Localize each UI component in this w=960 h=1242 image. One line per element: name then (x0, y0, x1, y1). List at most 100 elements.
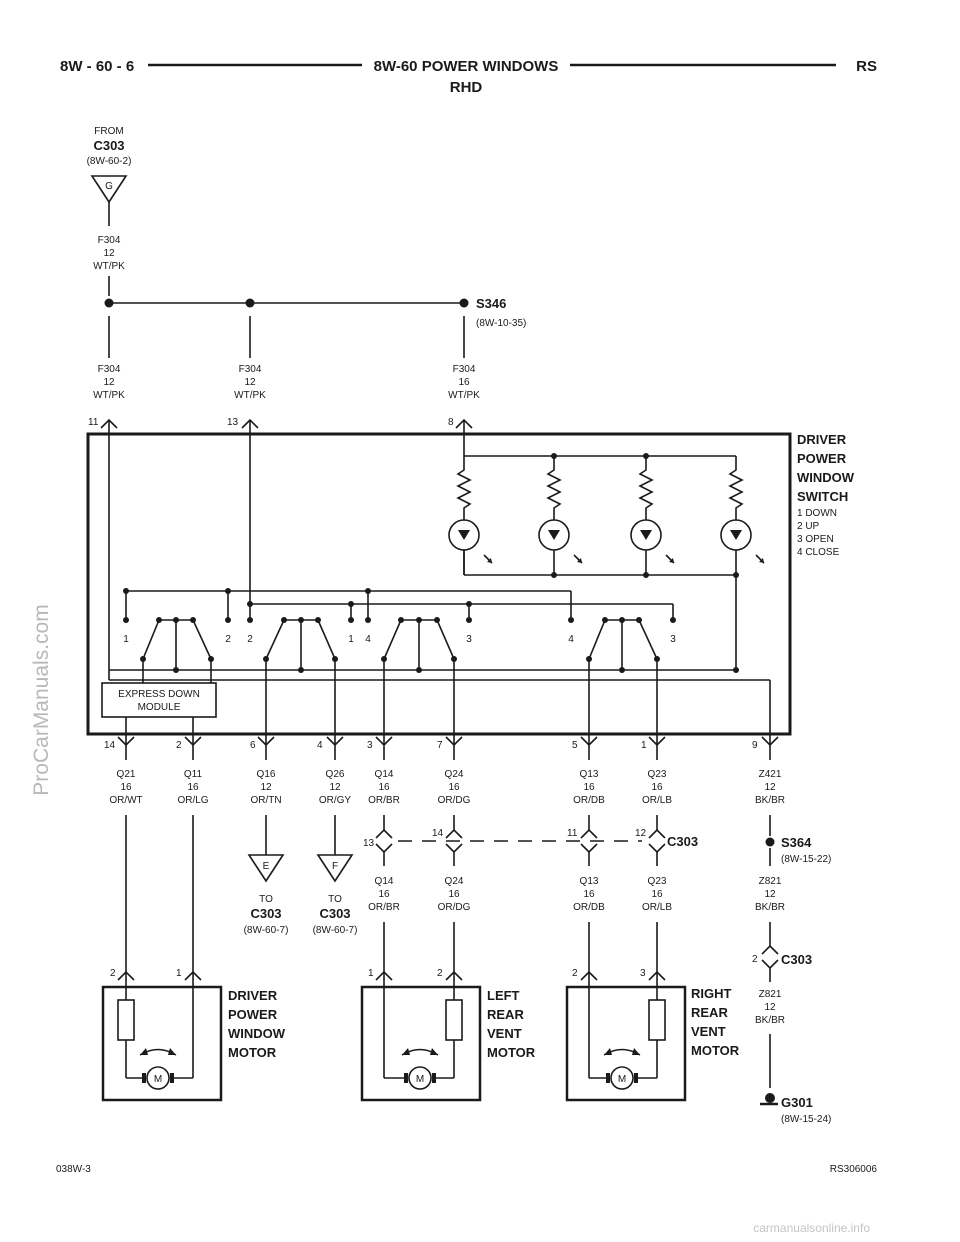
motor-pin: 1 (368, 968, 374, 979)
feed-wire-color: WT/PK (448, 390, 480, 401)
output-wire-code: Q14 (375, 769, 394, 780)
switch-title-line: SWITCH (797, 489, 848, 504)
wire-gauge: 12 (103, 248, 115, 259)
output-wire-code: Q24 (445, 769, 464, 780)
motor-label-line: LEFT (487, 988, 520, 1003)
output-wire-gauge: 16 (378, 782, 390, 793)
motor-label-line: DRIVER (228, 988, 278, 1003)
ground-ref: (8W-15-24) (781, 1114, 831, 1125)
output-wire-color: OR/TN (250, 795, 281, 806)
lower-wire-gauge: 16 (448, 889, 460, 900)
c303-low-pin: 2 (752, 954, 758, 965)
feed-wire-color: WT/PK (234, 390, 266, 401)
side-watermark: ProCarManuals.com (30, 604, 53, 795)
output-wires: 14 Q21 16 OR/WT 2 Q11 16 OR/LG 6 Q16 12 … (104, 740, 785, 806)
wire-code: F304 (98, 235, 121, 246)
module-label-line: MODULE (138, 702, 181, 713)
switch-legend-item: 4 CLOSE (797, 547, 840, 558)
motor-label-line: WINDOW (228, 1026, 286, 1041)
ground-name: G301 (781, 1095, 813, 1110)
to-connector-ref: (8W-60-7) (244, 925, 289, 936)
output-wire-code: Q26 (326, 769, 345, 780)
contact-label: 1 (123, 634, 129, 645)
output-wire-code: Q11 (184, 769, 203, 780)
output-wire-gauge: 12 (764, 782, 776, 793)
output-wire-color: OR/GY (319, 795, 352, 806)
output-wire-gauge: 16 (583, 782, 595, 793)
feed-wires: F304 12 WT/PK 11 F304 12 WT/PK 13 F304 1… (88, 364, 480, 428)
motor-label-line: VENT (487, 1026, 522, 1041)
output-wire-code: Q13 (580, 769, 599, 780)
to-connector-pin: E (263, 861, 270, 872)
output-pin: 14 (104, 740, 116, 751)
output-pin: 1 (641, 740, 647, 751)
z821-wire-gauge: 12 (764, 1002, 776, 1013)
output-wire-gauge: 16 (651, 782, 663, 793)
c303-pin: 14 (432, 828, 444, 839)
module-label-line: EXPRESS DOWN (118, 689, 200, 700)
contact-label: 2 (225, 634, 231, 645)
splice-ref: (8W-10-35) (476, 318, 526, 329)
to-connector-pin: F (332, 861, 338, 872)
output-pin: 5 (572, 740, 578, 751)
feed-wire-gauge: 12 (244, 377, 256, 388)
output-wire-code: Z421 (759, 769, 782, 780)
wire-color: WT/PK (93, 261, 125, 272)
motor-pin: 2 (110, 968, 116, 979)
motor-label-line: REAR (487, 1007, 524, 1022)
output-pin: 9 (752, 740, 758, 751)
footer-right: RS306006 (830, 1164, 878, 1175)
page-number: 8W - 60 - 6 (60, 58, 134, 75)
lower-wire-code: Q24 (445, 876, 464, 887)
from-connector-ref: (8W-60-2) (87, 156, 132, 167)
feed-pin: 8 (448, 417, 454, 428)
output-pin: 3 (367, 740, 373, 751)
output-wire-gauge: 16 (120, 782, 132, 793)
z821-wire-color: BK/BR (755, 1015, 785, 1026)
contact-label: 4 (365, 634, 371, 645)
from-connector-name: C303 (93, 138, 124, 153)
splice-s364-name: S364 (781, 835, 812, 850)
from-connector-pin: G (105, 181, 113, 192)
lower-wire-color: OR/BR (368, 902, 400, 913)
motor-pin: 2 (437, 968, 443, 979)
motor-label-line: REAR (691, 1005, 728, 1020)
output-wire-gauge: 16 (448, 782, 460, 793)
z821-wire-color: BK/BR (755, 902, 785, 913)
feed-wire-code: F304 (98, 364, 121, 375)
to-label: TO (259, 894, 273, 905)
c303-connector-name: C303 (667, 834, 698, 849)
output-pin: 2 (176, 740, 182, 751)
output-wire-code: Q23 (648, 769, 667, 780)
c303-pin: 13 (363, 838, 375, 849)
feed-pin: 11 (88, 417, 99, 428)
contact-label: 3 (466, 634, 472, 645)
lower-wire-gauge: 16 (651, 889, 663, 900)
motor-label-line: MOTOR (487, 1045, 536, 1060)
lower-wire-code: Q13 (580, 876, 599, 887)
output-wire-gauge: 12 (260, 782, 272, 793)
feed-wire-gauge: 16 (458, 377, 470, 388)
contact-label: 4 (568, 634, 574, 645)
contact-label: 3 (670, 634, 676, 645)
feed-wire-gauge: 12 (103, 377, 115, 388)
lower-wire-color: OR/DB (573, 902, 605, 913)
output-wire-color: OR/WT (109, 795, 142, 806)
switch-title-line: WINDOW (797, 470, 855, 485)
motor-pin: 2 (572, 968, 578, 979)
to-connector-name: C303 (250, 906, 281, 921)
to-connector-name: C303 (319, 906, 350, 921)
switch-legend-item: 2 UP (797, 521, 820, 532)
lower-wires: Q14 16 OR/BR Q24 16 OR/DG Q13 16 OR/DB Q… (368, 876, 672, 913)
output-wire-gauge: 12 (329, 782, 341, 793)
output-wire-color: OR/LG (177, 795, 208, 806)
switch-title-line: DRIVER (797, 432, 847, 447)
lower-wire-code: Q23 (648, 876, 667, 887)
motor-labels: DRIVER POWER WINDOW MOTOR LEFT REAR VENT… (228, 986, 740, 1060)
motor-label-line: MOTOR (691, 1043, 740, 1058)
motor-symbol: M (154, 1074, 162, 1085)
switch-legend-item: 3 OPEN (797, 534, 834, 545)
motor-symbol: M (618, 1074, 626, 1085)
footer-left: 038W-3 (56, 1164, 91, 1175)
